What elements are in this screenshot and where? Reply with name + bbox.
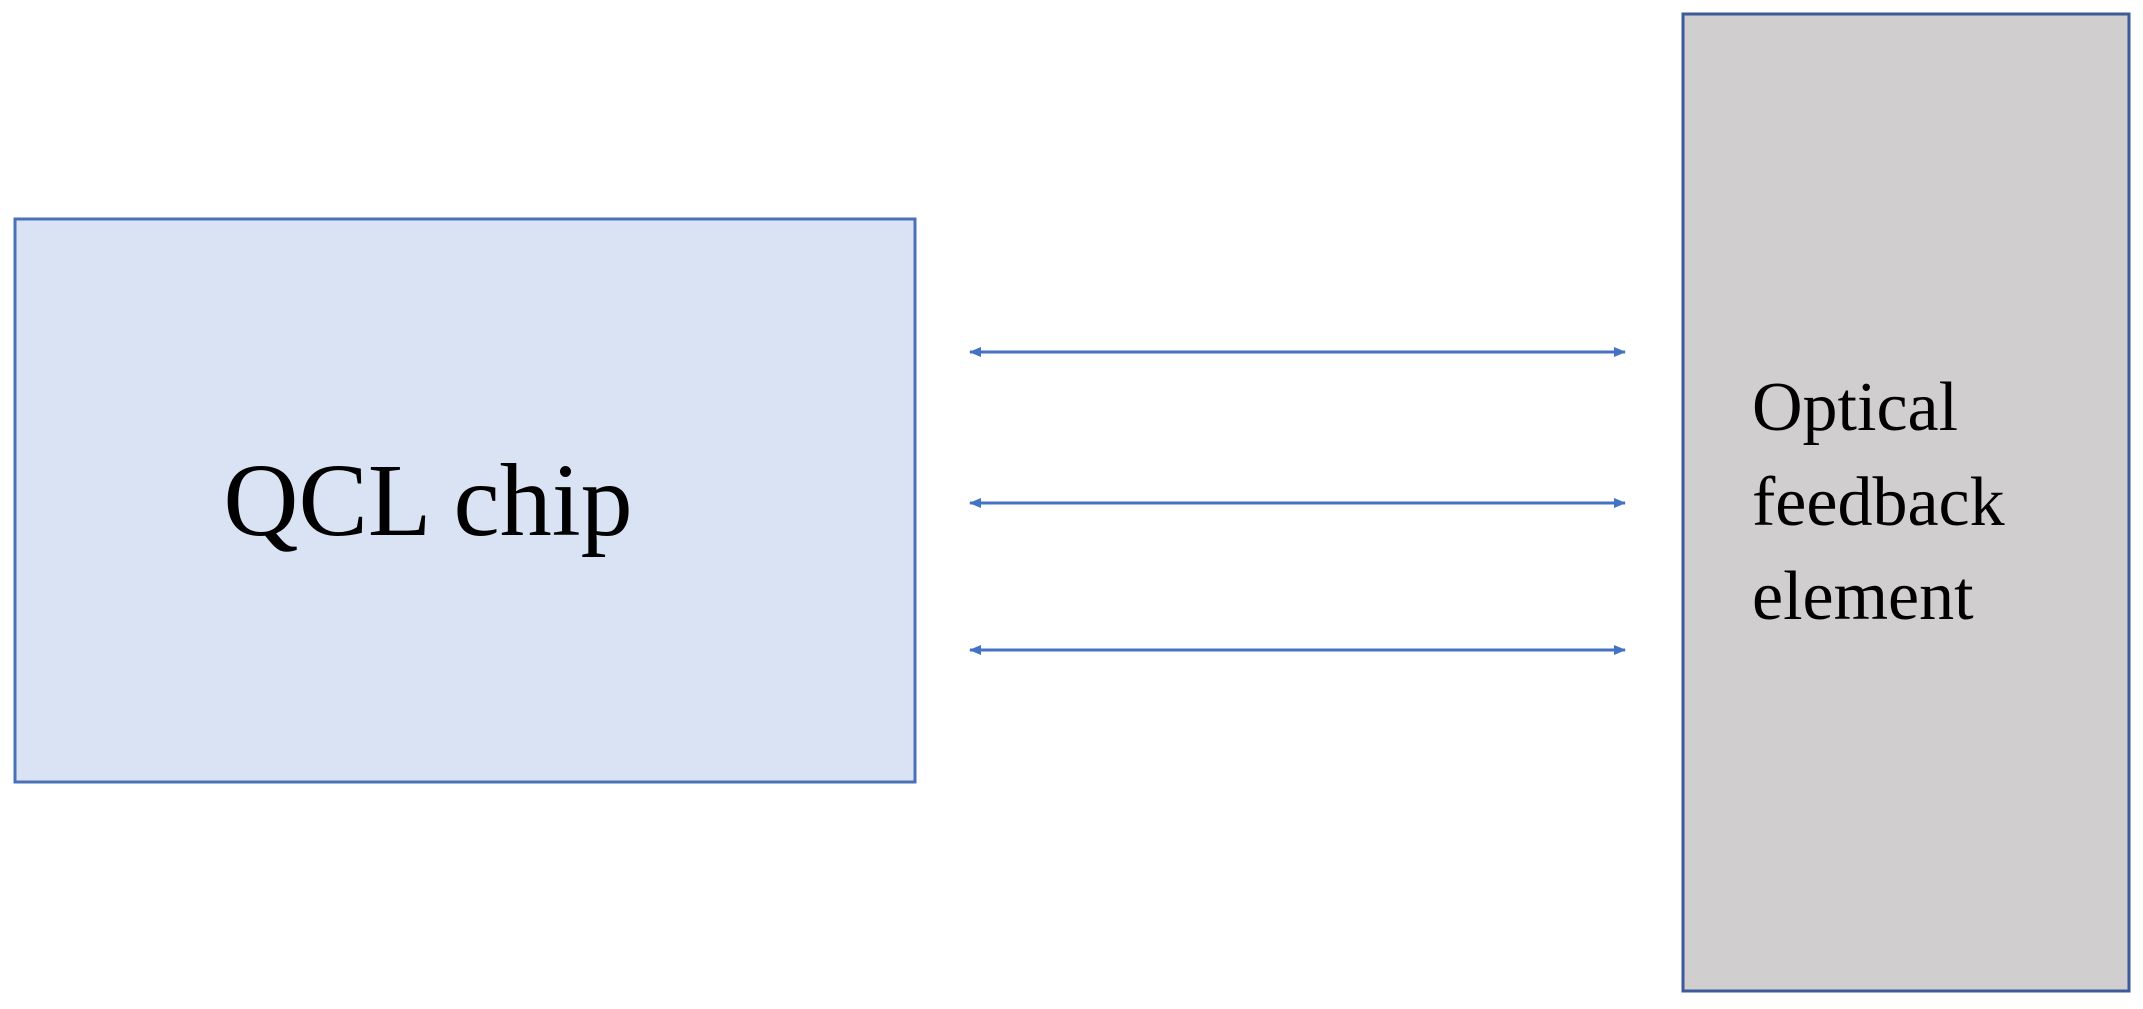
feedback-label-line-1: Optical	[1752, 369, 1958, 446]
optical-feedback-element-label: Optical feedback element	[1752, 369, 2022, 635]
qcl-chip-rect	[13, 217, 917, 784]
optical-feedback-element-rect	[1681, 12, 2131, 993]
qcl-chip-label: QCL chip	[223, 443, 632, 558]
optical-feedback-element-block: Optical feedback element	[1681, 12, 2131, 993]
arrow-group	[969, 347, 1626, 655]
qcl-chip-block: QCL chip	[13, 217, 917, 784]
feedback-label-line-3: element	[1752, 558, 1974, 635]
feedback-label-line-2: feedback	[1752, 464, 2005, 541]
